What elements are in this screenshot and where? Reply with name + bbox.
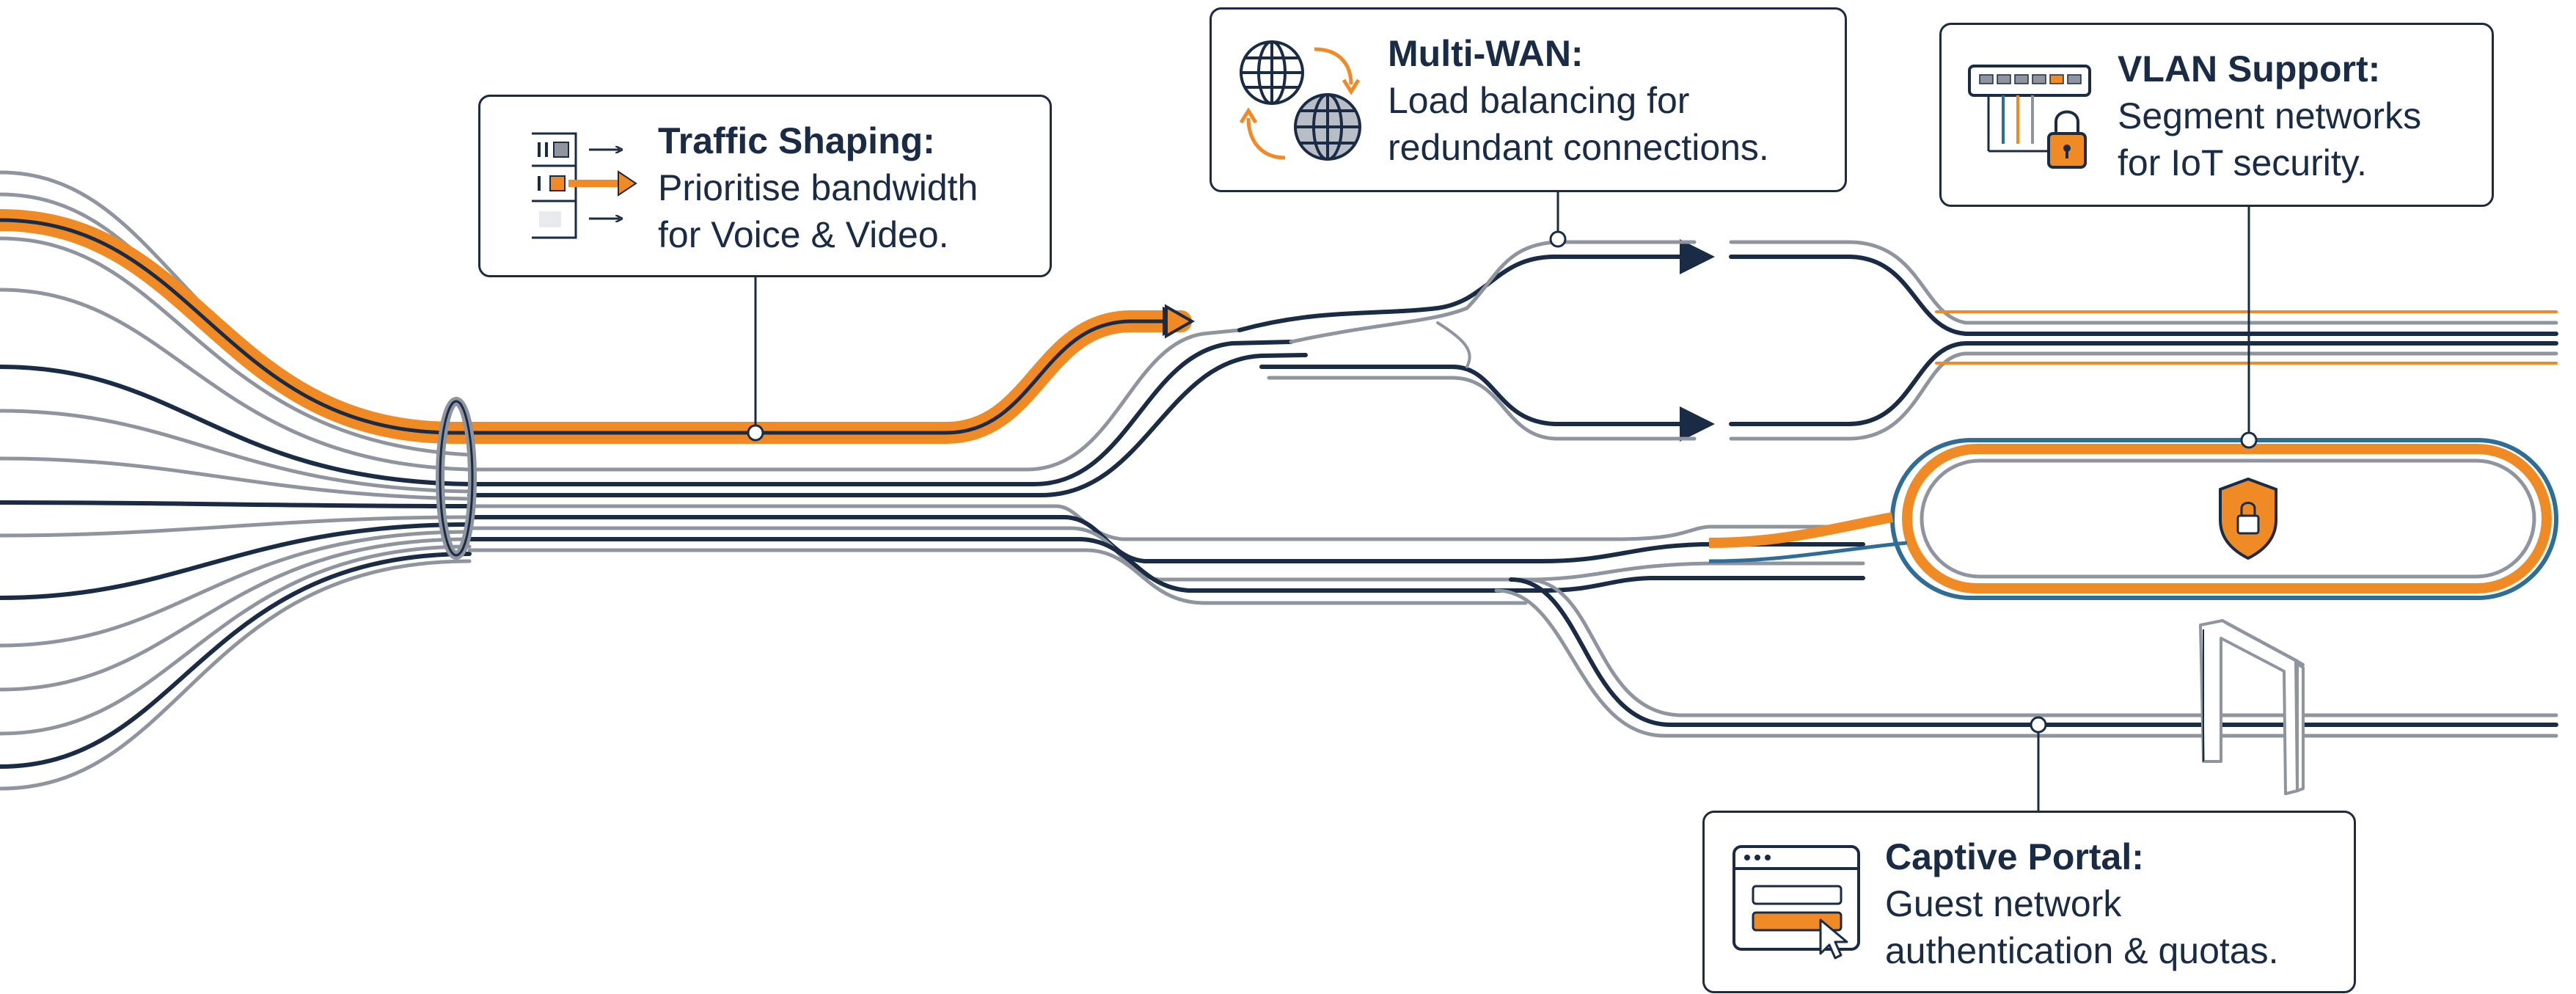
- vlan-support-callout: VLAN Support: Segment networks for IoT s…: [1939, 23, 2494, 207]
- portal-branch-lines: [1494, 577, 2558, 738]
- leader-anchor-dots: [747, 230, 2258, 734]
- traffic-shaping-line-2: for Voice & Video.: [658, 214, 949, 255]
- shield-lock-icon: [2219, 477, 2277, 560]
- browser-login-icon: [1732, 845, 1860, 960]
- priority-traffic-line: [0, 209, 1196, 444]
- multi-wan-line-2: redundant connections.: [1388, 127, 1769, 168]
- traffic-shaping-line-1: Prioritise bandwidth: [658, 167, 978, 208]
- incoming-lines: [0, 170, 472, 791]
- callout-leaders: [754, 192, 2250, 811]
- vlan-support-title: VLAN Support:: [2118, 48, 2381, 89]
- multi-wan-line-1: Load balancing for: [1388, 80, 1690, 121]
- trunk-lines: [467, 328, 1865, 605]
- multi-wan-title: Multi-WAN:: [1388, 33, 1584, 74]
- captive-portal-line-2: authentication & quotas.: [1885, 930, 2279, 971]
- traffic-shaping-callout: Traffic Shaping: Prioritise bandwidth fo…: [478, 95, 1052, 277]
- captive-portal-title: Captive Portal:: [1885, 836, 2144, 877]
- globes-icon: [1239, 40, 1361, 161]
- captive-portal-callout: Captive Portal: Guest network authentica…: [1702, 811, 2356, 993]
- switch-lock-icon: [1968, 65, 2091, 169]
- traffic-shaping-icon: [532, 132, 637, 239]
- multi-wan-lines: [1237, 239, 2558, 442]
- captive-portal-line-1: Guest network: [1885, 883, 2122, 924]
- traffic-shaping-title: Traffic Shaping:: [658, 120, 935, 161]
- portal-gate-icon: [2199, 619, 2305, 795]
- vlan-support-line-2: for IoT security.: [2118, 142, 2367, 183]
- multi-wan-callout: Multi-WAN: Load balancing for redundant …: [1210, 7, 1847, 192]
- vlan-support-line-1: Segment networks: [2118, 95, 2422, 136]
- vlan-segment-loop: [1708, 438, 2558, 600]
- cable-bundle-ring-icon: [436, 397, 477, 560]
